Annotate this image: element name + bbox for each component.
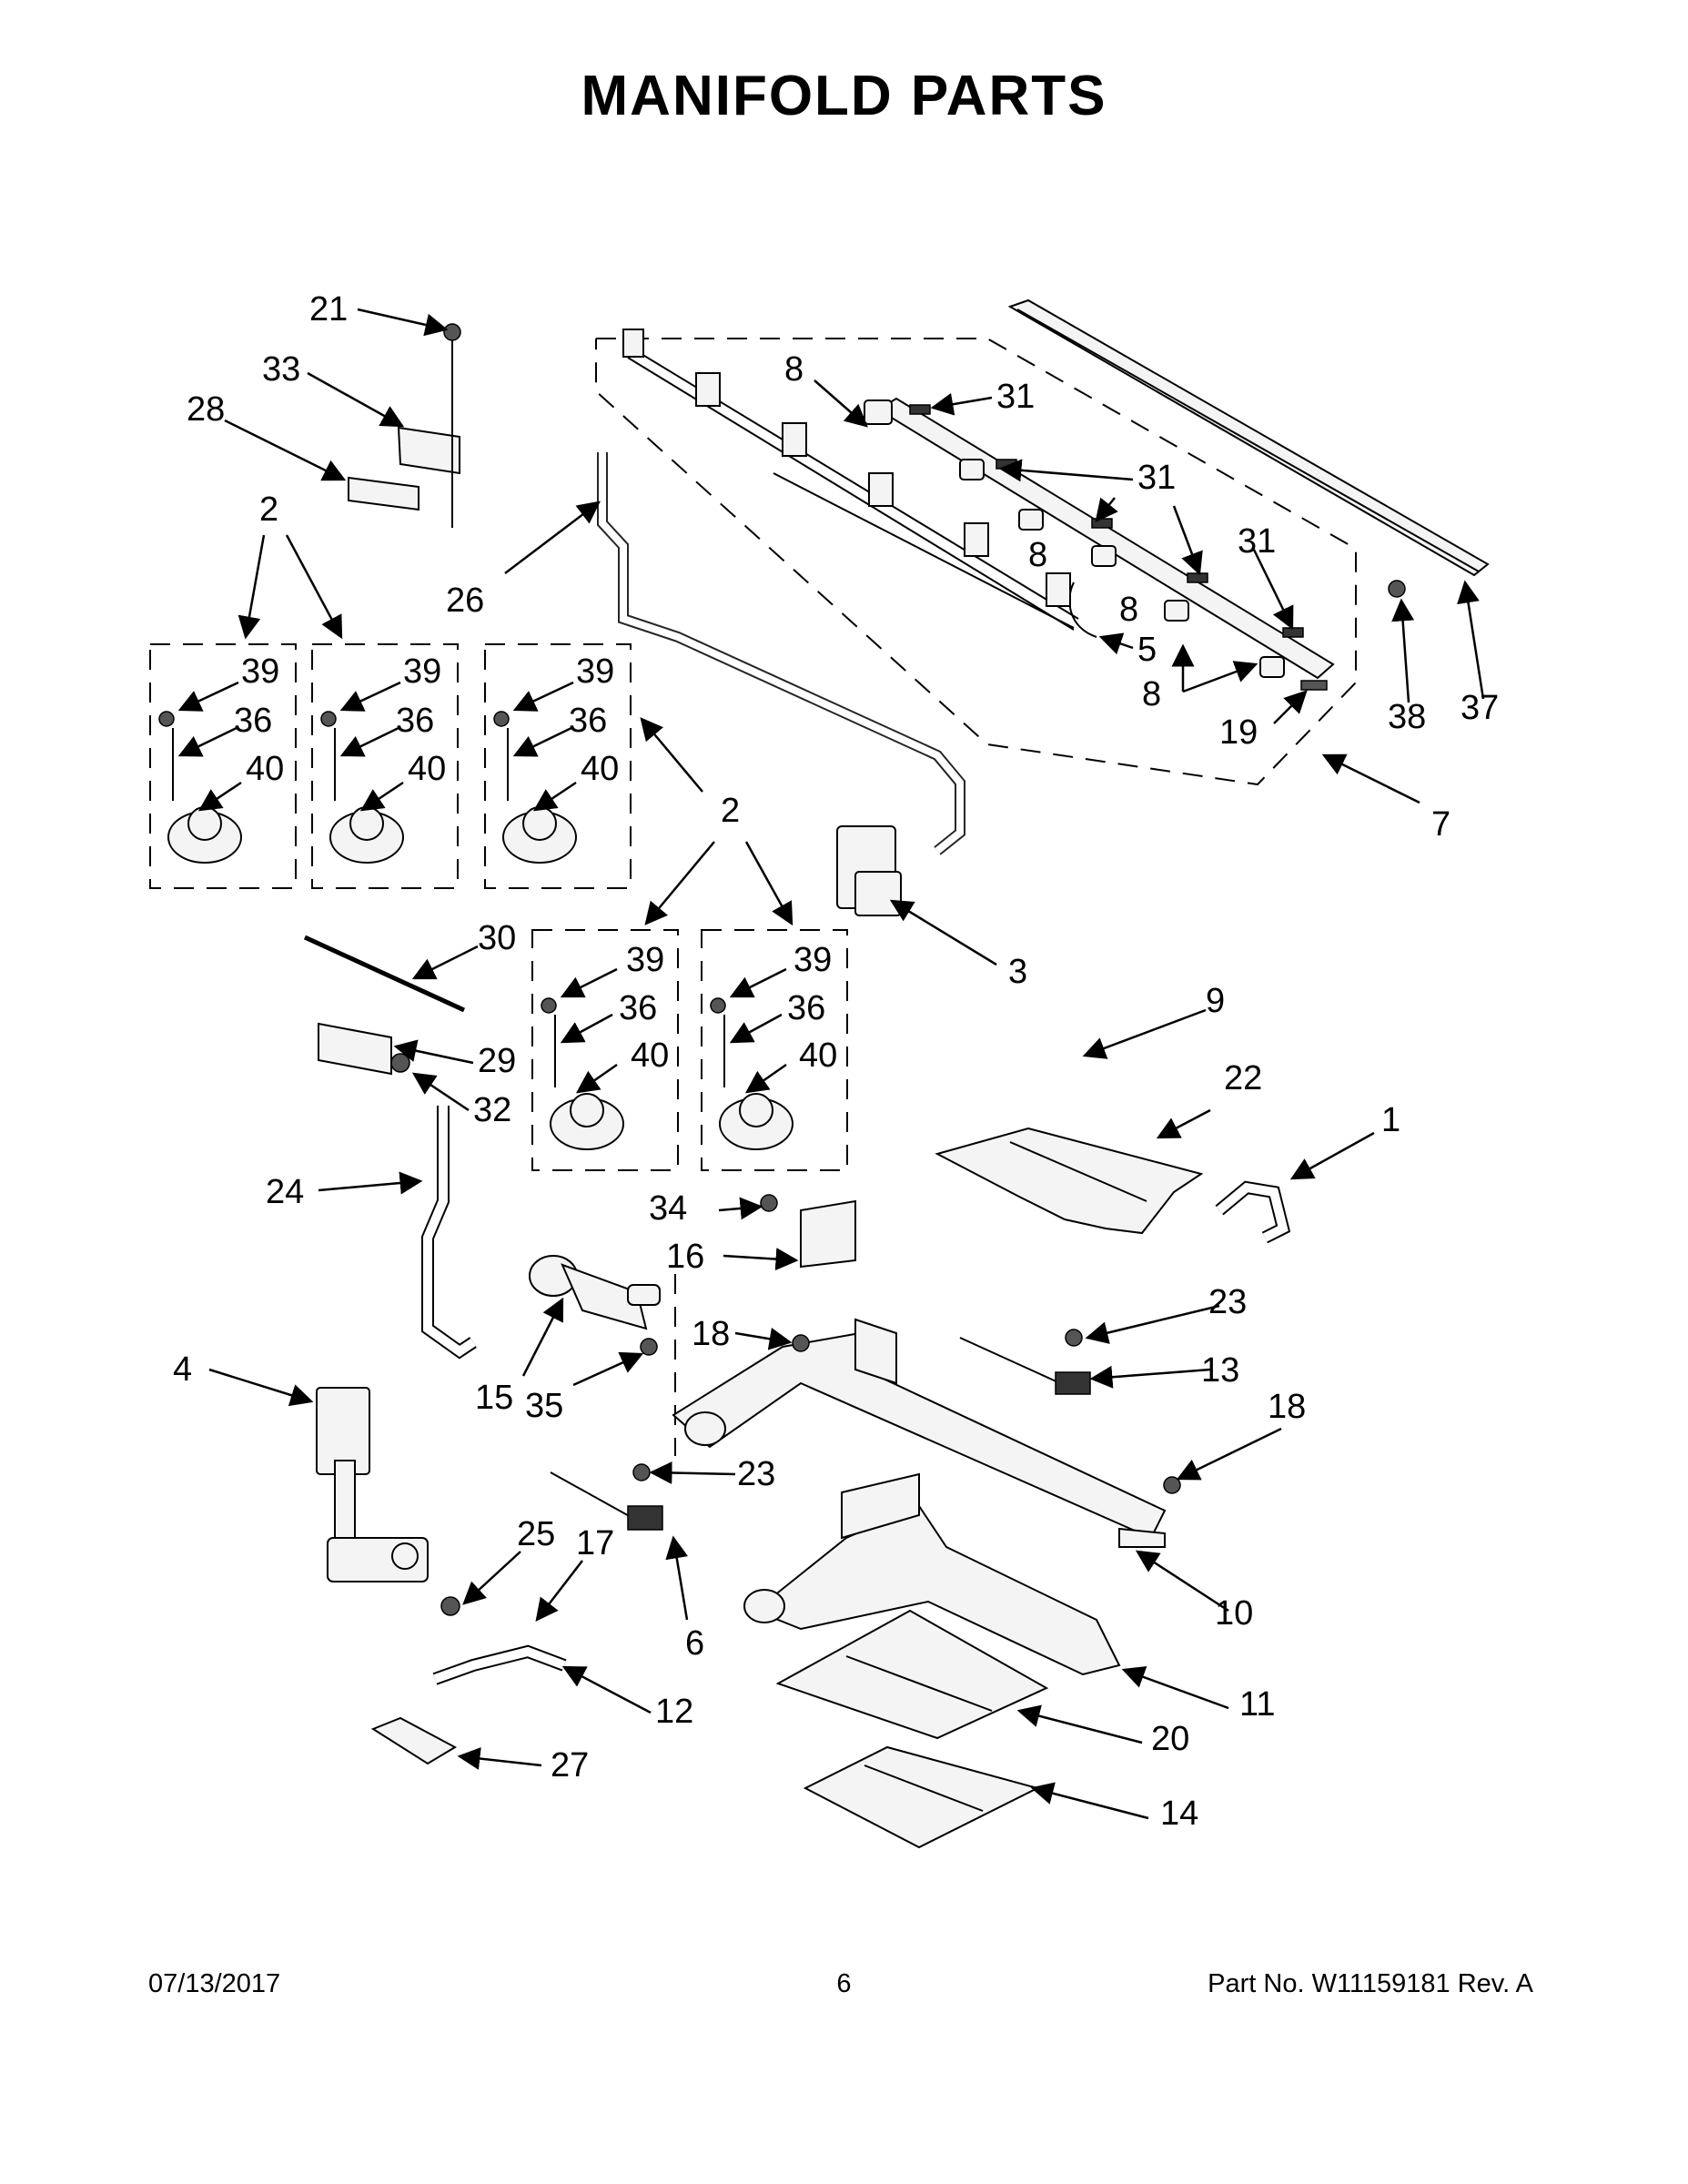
callout: 31 [1238,522,1276,561]
callout: 32 [473,1091,511,1129]
left-hardware-group [303,935,477,1360]
callout: 36 [787,989,825,1027]
callout: 39 [576,652,614,691]
callout: 29 [478,1042,516,1080]
footer-date: 07/13/2017 [148,1969,281,1998]
orifice-holder-group [529,1194,856,1456]
callout: 28 [187,390,225,429]
footer-part-number: Part No. W11159181 Rev. A [1208,1969,1533,1998]
callout: 37 [1461,689,1499,727]
callout: 22 [1224,1059,1262,1097]
callout: 39 [241,652,279,691]
callout: 8 [1142,675,1161,713]
callout: 14 [1160,1795,1198,1833]
callout: 20 [1151,1720,1189,1758]
callout: 25 [517,1515,555,1553]
callout: 16 [666,1238,704,1276]
callout: 11 [1239,1685,1275,1724]
callout: 39 [793,941,832,979]
burner-valve-boxes [149,643,848,1171]
callout: 23 [737,1455,775,1493]
callout: 6 [685,1624,704,1663]
callout: 9 [1206,982,1225,1020]
callout: 30 [478,919,516,957]
callout: 39 [626,941,664,979]
callout: 24 [266,1173,304,1211]
callout: 21 [309,290,348,329]
callout: 1 [1381,1101,1400,1139]
callout: 40 [631,1036,669,1075]
footer-page-number: 6 [836,1969,852,1998]
callout: 15 [475,1379,513,1417]
baffles [775,1609,1049,1849]
callout: 27 [551,1746,589,1785]
callout: 17 [576,1524,614,1562]
oven-burner-lower [743,1472,1121,1676]
oven-valve [316,1387,429,1582]
deflector-and-elbow [935,1127,1291,1244]
callout: 40 [246,750,284,788]
callout: 13 [1201,1351,1239,1390]
callout: 23 [1208,1283,1247,1321]
callout: 31 [996,378,1035,416]
manifold-bracket [1007,298,1490,577]
callout: 35 [525,1387,563,1425]
callout: 33 [262,350,300,389]
manifold-assembly-group [595,298,1490,786]
callout: 18 [692,1315,730,1353]
terminal-block-group [348,323,461,528]
callout: 8 [1028,536,1047,574]
callout: 39 [403,652,441,691]
callout: 2 [721,792,740,830]
oven-burner-upper [672,1318,1167,1548]
callout: 4 [173,1350,192,1389]
callout: 2 [259,490,278,529]
callout: 8 [1119,591,1138,629]
pressure-regulator [836,825,902,916]
callout: 36 [569,702,607,740]
callout: 7 [1431,805,1450,844]
callout: 3 [1008,953,1027,991]
callout: 36 [396,702,434,740]
callout: 10 [1215,1594,1253,1633]
tube-and-shield [370,1596,567,1765]
callout: 34 [649,1189,687,1228]
igniters [550,1329,1181,1531]
callout: 36 [234,702,272,740]
callout: 8 [784,350,804,389]
callout: 19 [1219,713,1258,752]
callout: 31 [1137,459,1176,497]
callout: 12 [655,1693,693,1731]
page-title: MANIFOLD PARTS [581,65,1107,127]
callout: 36 [619,989,657,1027]
callout: 38 [1388,698,1426,736]
callout: 26 [446,581,484,620]
callout: 40 [799,1036,837,1075]
callout: 5 [1137,631,1157,669]
callout: 18 [1268,1388,1306,1426]
leader-lines [177,308,1485,1820]
callout: 40 [581,750,619,788]
callout-labels: 21 33 28 2 26 8 31 31 8 31 8 5 31 8 19 3… [173,290,1499,1833]
callout: 40 [408,750,446,788]
screw-38 [1388,580,1406,598]
gas-tube-26 [597,452,965,855]
